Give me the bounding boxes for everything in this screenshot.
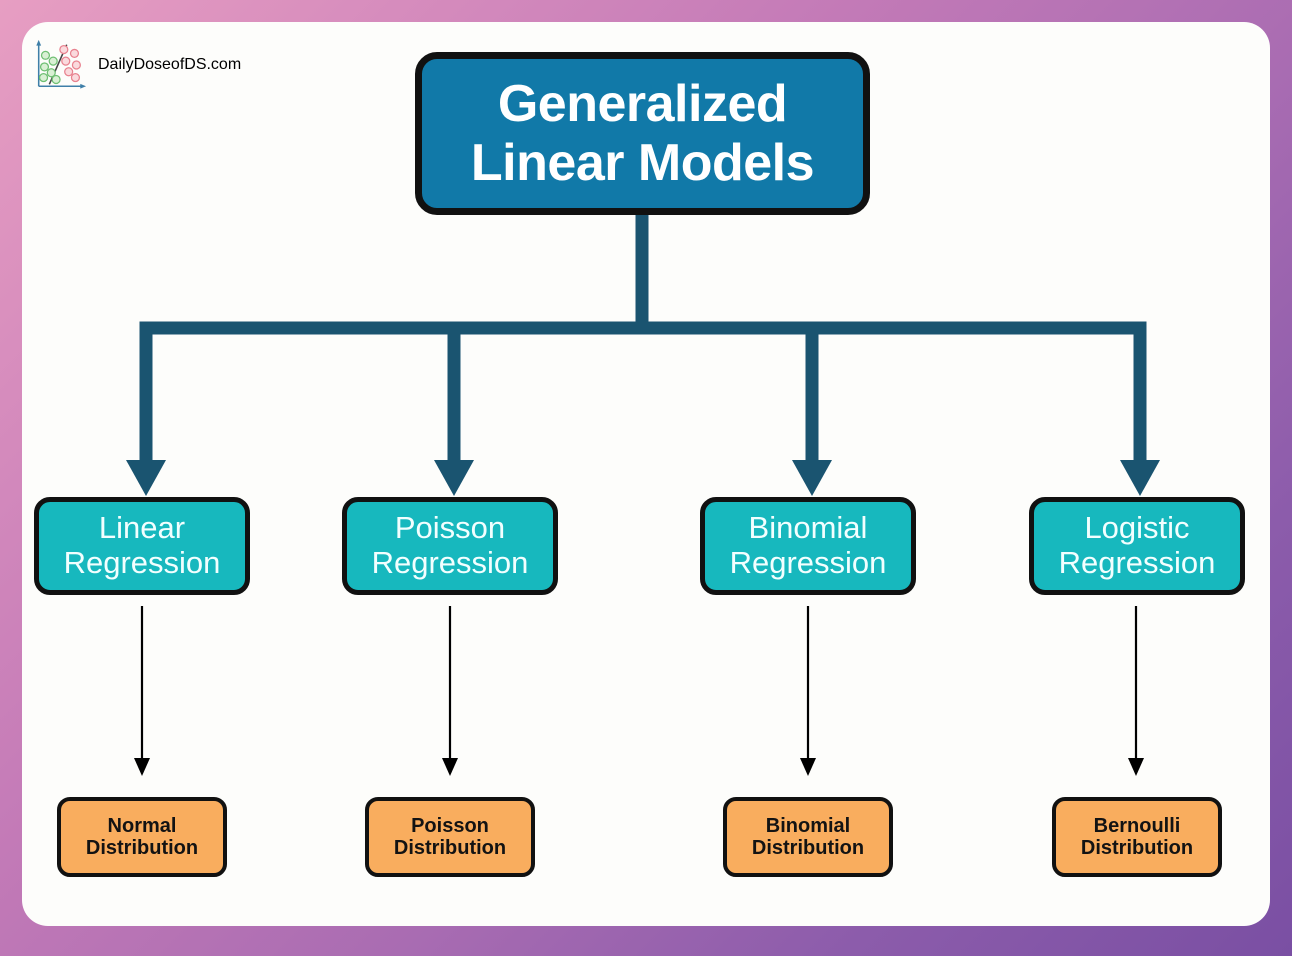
- distribution-node-normal[interactable]: Normal Distribution: [57, 797, 227, 877]
- model-node-linear-regression[interactable]: Linear Regression: [34, 497, 250, 595]
- distribution-node-bernoulli[interactable]: Bernoulli Distribution: [1052, 797, 1222, 877]
- distribution-node-poisson[interactable]: Poisson Distribution: [365, 797, 535, 877]
- arrowhead-3: [1120, 460, 1160, 496]
- arrowhead-2: [792, 460, 832, 496]
- thin-arrowhead-0: [134, 758, 150, 776]
- arrowhead-0: [126, 460, 166, 496]
- model-node-binomial-regression[interactable]: Binomial Regression: [700, 497, 916, 595]
- thin-arrowhead-1: [442, 758, 458, 776]
- brand-logo: DailyDoseofDS.com: [30, 36, 241, 94]
- model-node-logistic-regression[interactable]: Logistic Regression: [1029, 497, 1245, 595]
- thin-arrowhead-2: [800, 758, 816, 776]
- arrowhead-1: [434, 460, 474, 496]
- thin-arrowhead-3: [1128, 758, 1144, 776]
- root-node-generalized-linear-models[interactable]: Generalized Linear Models: [415, 52, 870, 215]
- distribution-node-binomial[interactable]: Binomial Distribution: [723, 797, 893, 877]
- brand-name: DailyDoseofDS.com: [98, 56, 242, 73]
- scatter-plot-classifier-icon: [36, 39, 87, 89]
- diagram-canvas: DailyDoseofDS.com: [22, 22, 1270, 926]
- model-node-poisson-regression[interactable]: Poisson Regression: [342, 497, 558, 595]
